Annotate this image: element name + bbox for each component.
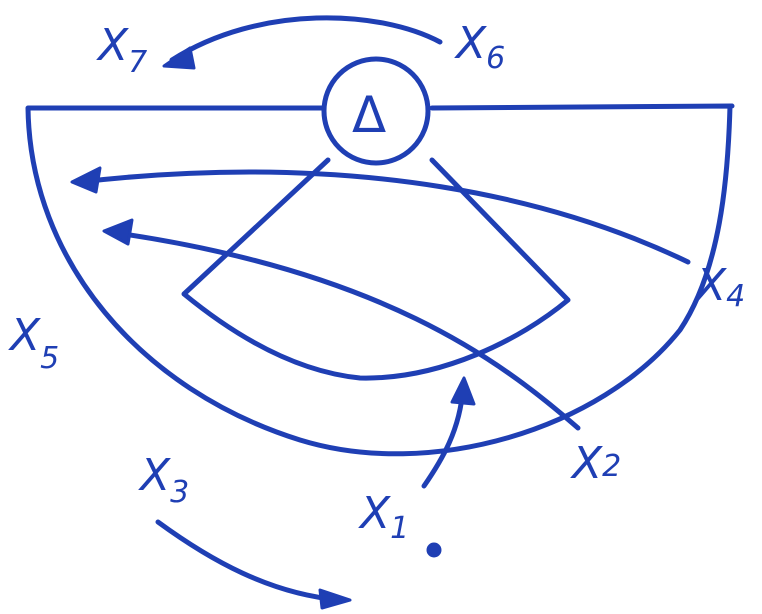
svg-text:X5: X5	[8, 310, 59, 376]
label-x1-letter: X	[358, 488, 391, 539]
label-x3-letter: X	[138, 450, 171, 501]
label-x4: X4	[694, 260, 745, 314]
svg-text:X2: X2	[570, 438, 621, 489]
label-x5: X5	[8, 310, 59, 376]
label-x6: X6	[454, 18, 505, 76]
label-x2-letter: X	[570, 438, 603, 489]
label-x6-letter: X	[454, 18, 487, 69]
label-x1: X1	[358, 488, 409, 546]
label-x7: X7	[96, 20, 147, 80]
arrow-x6-x7	[169, 15, 443, 63]
label-x2: X2	[570, 438, 621, 489]
label-x6-sub: 6	[486, 41, 505, 76]
label-x7-letter: X	[96, 20, 129, 71]
label-x3-sub: 3	[170, 475, 189, 510]
arrowhead-x3	[318, 588, 352, 610]
arc-arrow-x4	[77, 169, 691, 265]
center-circle	[321, 56, 431, 166]
label-x5-letter: X	[8, 310, 41, 361]
label-x2-sub: 2	[602, 449, 621, 484]
label-x5-sub: 5	[40, 341, 59, 376]
arrowhead-x1	[450, 376, 476, 406]
delta-symbol: Δ	[352, 86, 386, 144]
arrowhead-x7	[162, 46, 196, 70]
svg-text:X1: X1	[358, 488, 409, 546]
label-x3: X3	[138, 450, 189, 510]
label-x4-letter: X	[694, 260, 727, 311]
label-x7-sub: 7	[128, 45, 147, 80]
dot	[426, 542, 442, 558]
label-x4-sub: 4	[726, 279, 745, 314]
arrowhead-x2	[102, 218, 134, 246]
svg-text:X4: X4	[694, 260, 745, 314]
svg-text:X6: X6	[454, 18, 505, 76]
svg-text:X3: X3	[138, 450, 189, 510]
arc-arrow-x2	[107, 229, 581, 431]
label-x1-sub: 1	[390, 511, 409, 546]
arrowhead-x4	[70, 166, 102, 194]
sector-shape	[181, 157, 571, 381]
svg-text:X7: X7	[96, 20, 147, 80]
arrow-x3	[155, 519, 343, 603]
semicircle-outline	[25, 103, 735, 457]
